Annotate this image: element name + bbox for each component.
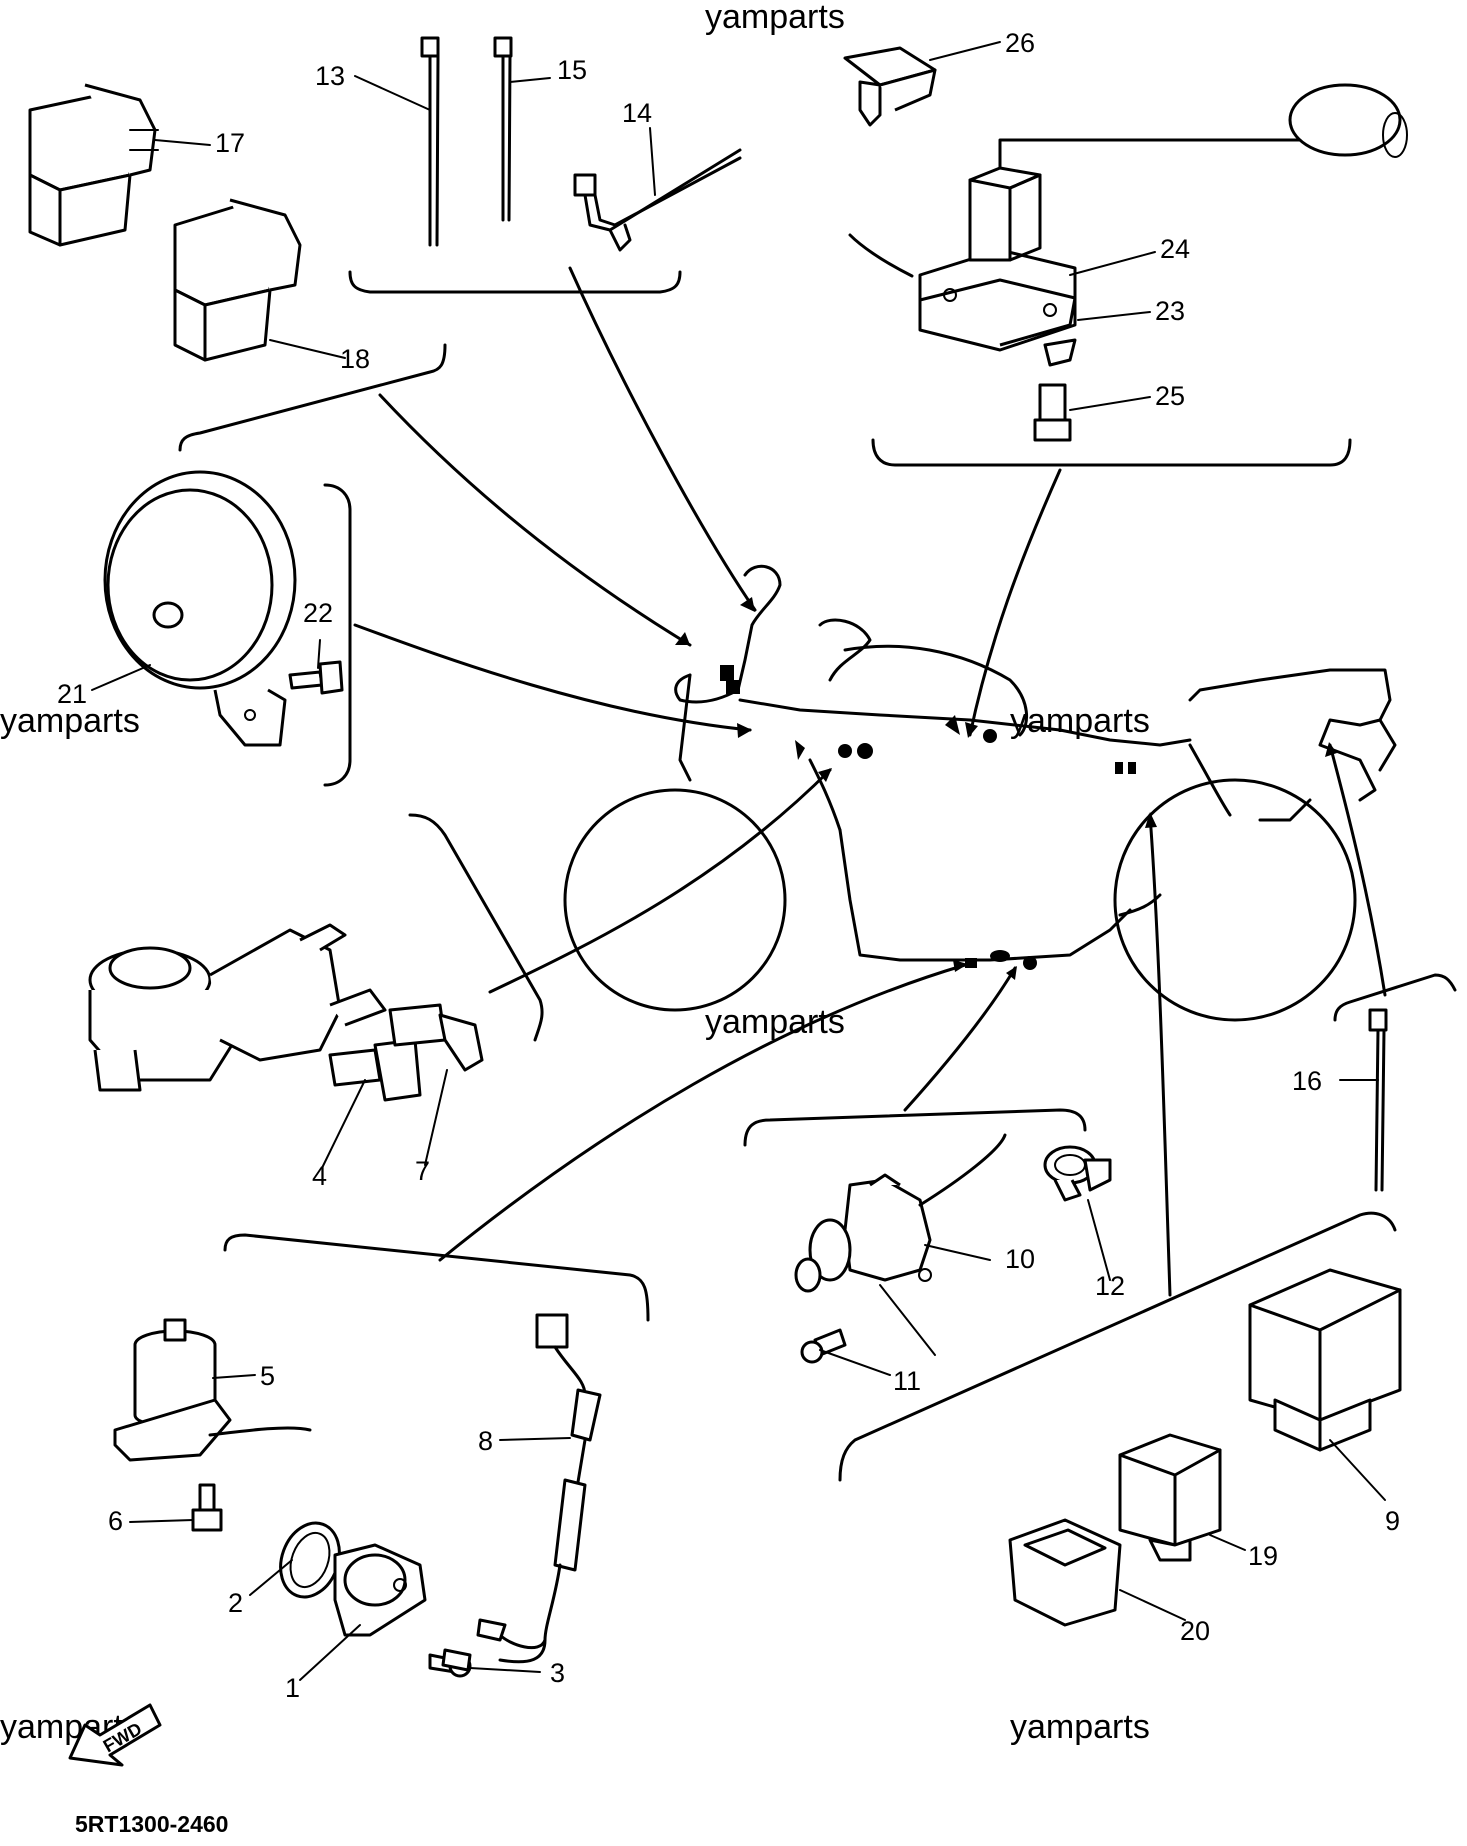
relay-17	[28, 83, 159, 247]
callout-20: 20	[1180, 1616, 1210, 1646]
callout-3: 3	[550, 1658, 565, 1688]
solenoid-5	[113, 1318, 312, 1462]
relay-19	[1118, 1433, 1222, 1562]
group-brackets	[178, 270, 1457, 1482]
watermark-left: yamparts	[0, 702, 140, 740]
diagram-code: 5RT1300-2460	[75, 1811, 228, 1837]
bolt-25	[1033, 383, 1072, 442]
callout-11: 11	[893, 1366, 921, 1396]
callout-2: 2	[228, 1588, 243, 1618]
watermark-center: yamparts	[705, 1003, 845, 1041]
callout-5: 5	[260, 1361, 275, 1391]
bolt-22	[288, 660, 344, 695]
watermark-top: yamparts	[705, 0, 845, 36]
sensor-7	[388, 1003, 484, 1072]
callout-1: 1	[285, 1673, 300, 1703]
harness-8	[441, 1313, 602, 1672]
cover-20	[1008, 1518, 1122, 1627]
callout-21: 21	[57, 679, 87, 709]
fuel-sender-23-24	[848, 83, 1408, 367]
clamp-14	[573, 148, 742, 252]
motorcycle-outline	[563, 564, 1397, 1022]
clip-12	[1043, 1145, 1112, 1202]
horn-21	[103, 470, 297, 747]
watermark-bottom-right: yamparts	[1010, 1708, 1150, 1746]
screw-11	[800, 1328, 847, 1364]
callout-16: 16	[1292, 1066, 1322, 1096]
relay-9	[1248, 1268, 1402, 1452]
callout-7: 7	[415, 1156, 430, 1186]
callout-9: 9	[1385, 1506, 1400, 1536]
leader-lines	[353, 266, 1387, 1297]
cable-tie-13	[420, 36, 440, 247]
relay-18	[173, 198, 302, 362]
callout-4: 4	[312, 1161, 327, 1191]
sensor-4	[328, 1038, 422, 1102]
callout-23: 23	[1155, 296, 1185, 326]
cable-tie-15	[493, 36, 513, 222]
thermostat-housing	[88, 923, 387, 1092]
callout-10: 10	[1005, 1244, 1035, 1274]
callout-12: 12	[1095, 1271, 1125, 1301]
callout-leaders	[91, 41, 1386, 1681]
callout-25: 25	[1155, 381, 1185, 411]
cable-tie-16	[1368, 1008, 1388, 1192]
callout-24: 24	[1160, 234, 1190, 264]
oring-2	[279, 1521, 341, 1599]
callout-13: 13	[315, 61, 345, 91]
callout-15: 15	[557, 55, 587, 85]
bolt-6	[191, 1483, 223, 1532]
callout-8: 8	[478, 1426, 493, 1456]
callout-26: 26	[1005, 28, 1035, 58]
callout-numbers: 13 15 14 26 17 18 24 23 25 22 21 4 7 16 …	[57, 28, 1400, 1703]
callout-17: 17	[215, 128, 245, 158]
callout-6: 6	[108, 1506, 123, 1536]
speed-sensor-10	[794, 1133, 1007, 1293]
callout-14: 14	[622, 98, 652, 128]
callout-19: 19	[1248, 1541, 1278, 1571]
callout-18: 18	[340, 344, 370, 374]
cap-26	[843, 46, 937, 127]
callout-22: 22	[303, 598, 333, 628]
flange-1	[333, 1543, 427, 1637]
